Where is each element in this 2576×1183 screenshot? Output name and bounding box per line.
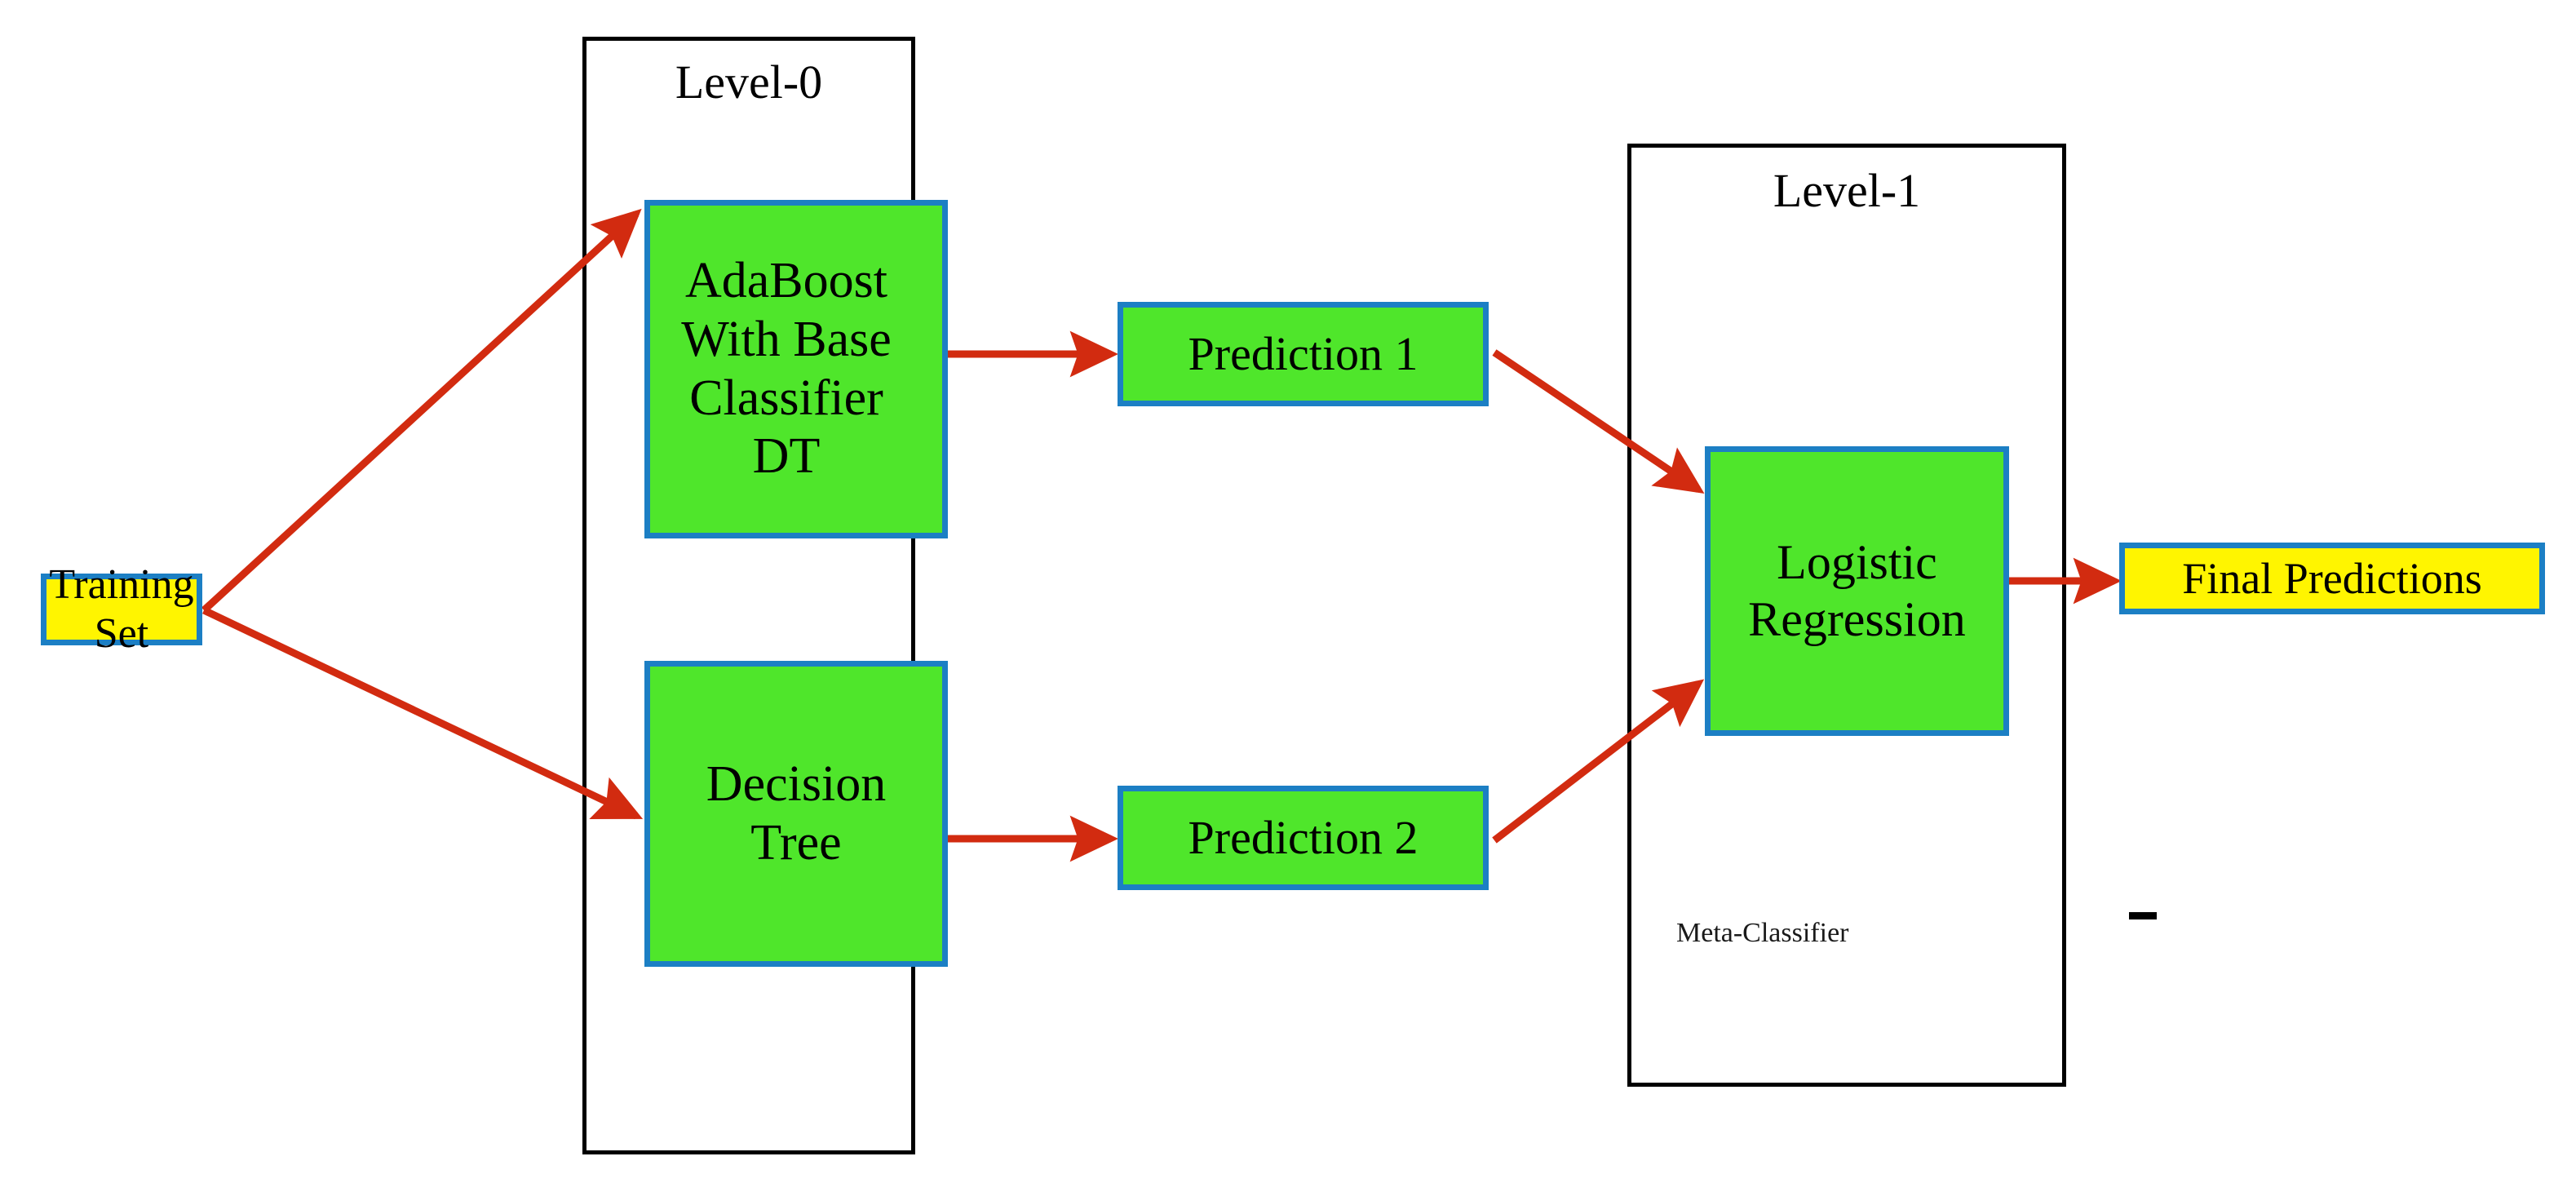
node-training-set-label: Training Set xyxy=(49,560,194,657)
group-level-0-label: Level-0 xyxy=(675,55,823,109)
node-final-predictions-label: Final Predictions xyxy=(2182,553,2482,603)
node-final-predictions[interactable]: Final Predictions xyxy=(2119,543,2545,614)
node-adaboost-classifier-label: AdaBoost With Base Classifier DT xyxy=(681,252,892,485)
meta-classifier-note: Meta-Classifier xyxy=(1676,918,1849,948)
node-prediction-2[interactable]: Prediction 2 xyxy=(1118,786,1489,890)
group-level-1-label: Level-1 xyxy=(1773,164,1921,217)
dash-mark xyxy=(2129,912,2157,919)
node-logistic-regression[interactable]: Logistic Regression xyxy=(1705,446,2009,736)
node-training-set[interactable]: Training Set xyxy=(41,561,202,657)
edge-training-to-adaboost xyxy=(201,208,642,614)
edge-training-to-decision-tree xyxy=(202,606,644,820)
node-prediction-1-label: Prediction 1 xyxy=(1188,327,1419,381)
node-decision-tree-label: Decision Tree xyxy=(706,755,887,871)
node-adaboost-classifier[interactable]: AdaBoost With Base Classifier DT xyxy=(644,200,948,538)
node-prediction-1[interactable]: Prediction 1 xyxy=(1118,302,1489,406)
group-level-1 xyxy=(1627,144,2066,1087)
node-prediction-2-label: Prediction 2 xyxy=(1188,811,1419,865)
node-decision-tree[interactable]: Decision Tree xyxy=(644,661,948,967)
node-logistic-regression-label: Logistic Regression xyxy=(1748,534,1966,646)
